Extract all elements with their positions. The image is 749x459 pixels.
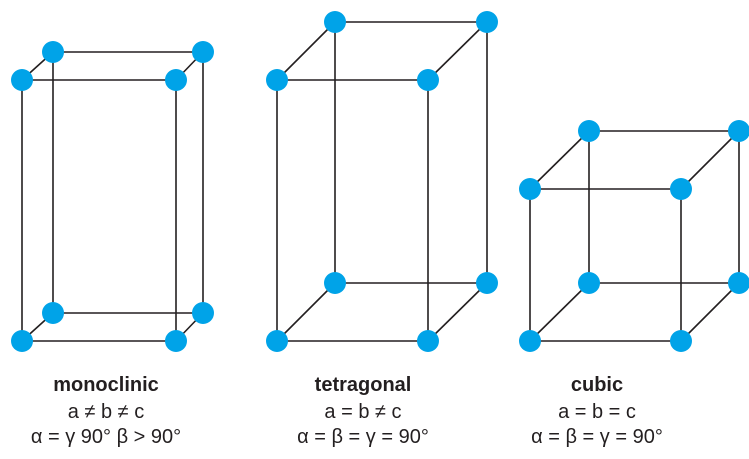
monoclinic-axis-relation: a ≠ b ≠ c bbox=[67, 401, 145, 423]
monoclinic-atom bbox=[192, 41, 214, 63]
monoclinic-caption: monoclinic a ≠ b ≠ c α = γ 90° β > 90° bbox=[0, 374, 226, 449]
cubic-atom bbox=[578, 120, 600, 142]
cubic-edge bbox=[680, 130, 740, 190]
cubic-cell bbox=[519, 120, 749, 352]
cubic-atom bbox=[519, 178, 541, 200]
tetragonal-atom bbox=[417, 330, 439, 352]
monoclinic-atom bbox=[165, 69, 187, 91]
tetragonal-axis-relation: a = b ≠ c bbox=[324, 401, 402, 423]
monoclinic-atom bbox=[165, 330, 187, 352]
monoclinic-atom bbox=[11, 330, 33, 352]
cubic-axis-relation: a = b = c bbox=[558, 401, 636, 423]
monoclinic-atom bbox=[192, 302, 214, 324]
monoclinic-atom bbox=[42, 302, 64, 324]
tetragonal-angle-relation: α = β = γ = 90° bbox=[297, 426, 429, 448]
cubic-label: cubic bbox=[570, 374, 624, 396]
cubic-edge bbox=[529, 130, 590, 190]
cubic-atom bbox=[670, 178, 692, 200]
tetragonal-atom bbox=[476, 272, 498, 294]
cubic-edge bbox=[680, 282, 740, 342]
tetragonal-atom bbox=[417, 69, 439, 91]
cubic-atom bbox=[519, 330, 541, 352]
cubic-edge bbox=[529, 282, 590, 342]
tetragonal-edge bbox=[427, 282, 488, 342]
tetragonal-atom bbox=[266, 69, 288, 91]
tetragonal-atom bbox=[324, 11, 346, 33]
cubic-atom bbox=[728, 272, 749, 294]
monoclinic-cell bbox=[11, 41, 214, 352]
cubic-atom bbox=[670, 330, 692, 352]
cubic-atom bbox=[578, 272, 600, 294]
tetragonal-edge bbox=[276, 21, 336, 81]
monoclinic-angle-relation: α = γ 90° β > 90° bbox=[30, 426, 182, 448]
tetragonal-cell bbox=[266, 11, 498, 352]
tetragonal-atom bbox=[266, 330, 288, 352]
monoclinic-atom bbox=[42, 41, 64, 63]
tetragonal-edge bbox=[276, 282, 336, 342]
cubic-angle-relation: α = β = γ = 90° bbox=[531, 426, 663, 448]
tetragonal-edge bbox=[427, 21, 488, 81]
cubic-caption: cubic a = b = c α = β = γ = 90° bbox=[477, 374, 717, 449]
tetragonal-atom bbox=[324, 272, 346, 294]
monoclinic-atom bbox=[11, 69, 33, 91]
monoclinic-label: monoclinic bbox=[53, 374, 159, 396]
tetragonal-atom bbox=[476, 11, 498, 33]
tetragonal-caption: tetragonal a = b ≠ c α = β = γ = 90° bbox=[243, 374, 483, 449]
tetragonal-label: tetragonal bbox=[314, 374, 412, 396]
cubic-atom bbox=[728, 120, 749, 142]
